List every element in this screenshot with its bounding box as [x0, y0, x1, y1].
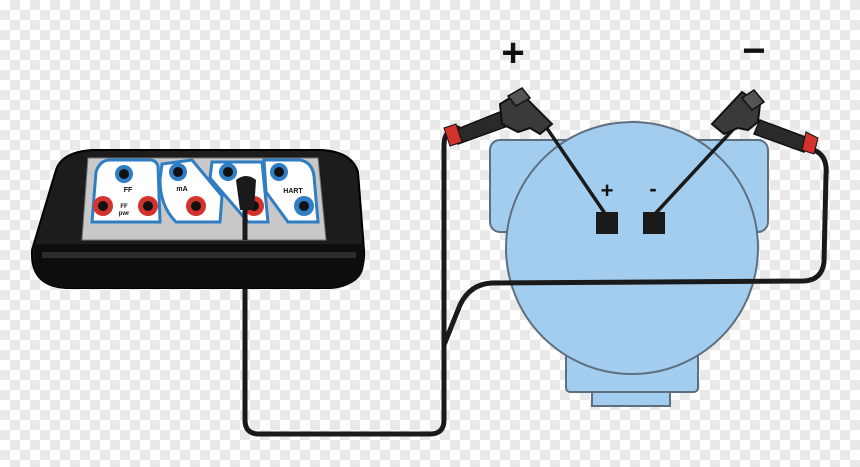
calibrator-base: [34, 244, 364, 288]
plus-test-clip: [443, 87, 608, 216]
transmitter-dial: [505, 121, 759, 375]
terminal-plus-block: [596, 212, 618, 234]
polarity-minus-label: −: [742, 29, 765, 73]
port-label-ff: FF: [124, 187, 133, 194]
port-label-hart: HART: [283, 188, 303, 195]
calibrator: FF FF pwr mA HART: [30, 149, 366, 289]
minus-test-clip: [652, 89, 819, 217]
port-label-ff-pwr-2: pwr: [119, 211, 130, 217]
terminal-minus-label: -: [649, 176, 656, 201]
transmitter: + -: [489, 121, 769, 407]
terminal-plus-label: +: [601, 178, 614, 203]
wire-minus: [441, 147, 829, 348]
port-label-ma: mA: [176, 186, 187, 193]
terminal-minus-block: [643, 212, 665, 234]
polarity-plus-label: +: [501, 31, 524, 75]
port-label-ff-pwr-1: FF: [120, 204, 128, 210]
jacks: [93, 163, 314, 216]
